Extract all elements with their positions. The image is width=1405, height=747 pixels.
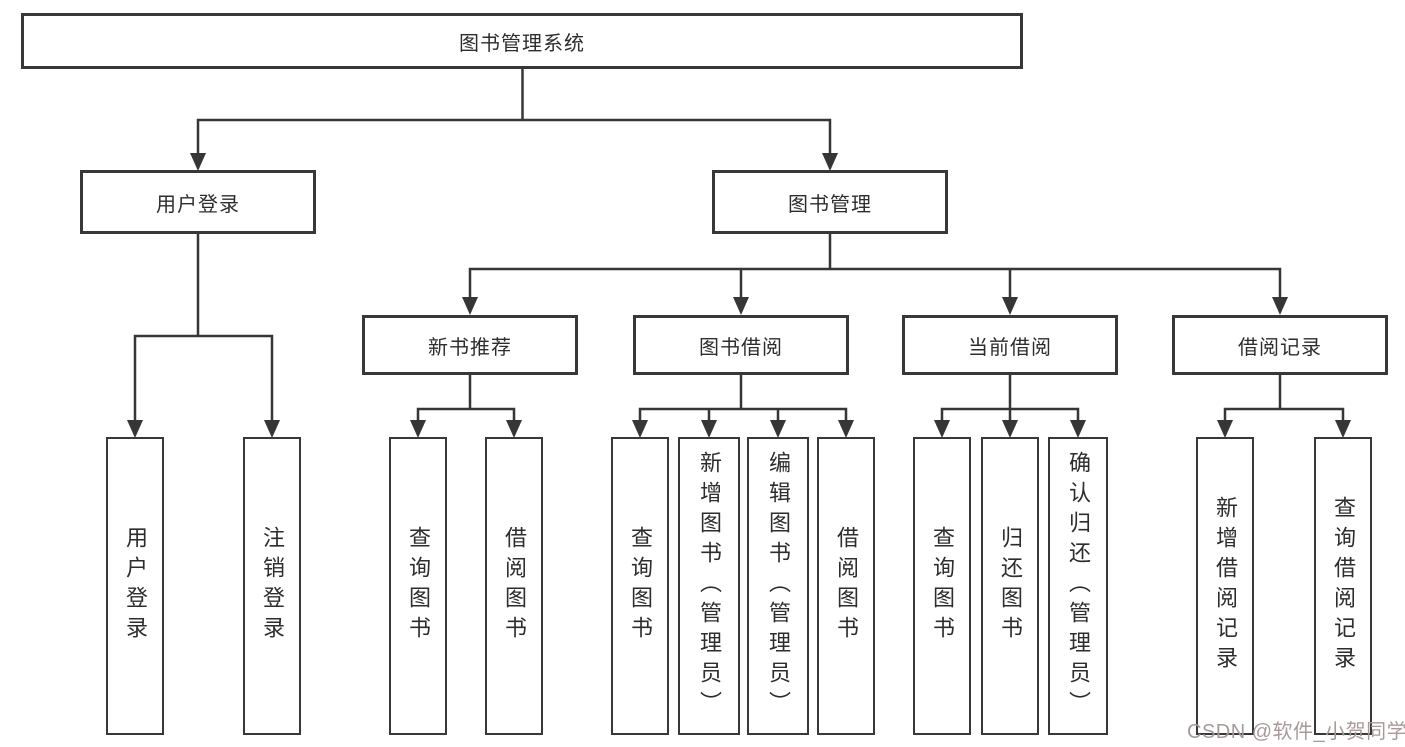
node-leaf-edit-books-admin: 编辑图书（管理员）	[747, 437, 809, 735]
node-leaf-borrow-books-1: 借阅图书	[485, 437, 543, 735]
csdn-watermark: CSDN @软件_小贺同学	[1187, 721, 1405, 743]
node-label: 编辑图书（管理员）	[766, 451, 791, 721]
node-leaf-query-books-2: 查询图书	[611, 437, 669, 735]
node-leaf-confirm-return-admin: 确认归还（管理员）	[1048, 437, 1108, 735]
node-leaf-logout: 注销登录	[243, 437, 301, 735]
node-label: 借阅图书	[502, 526, 527, 646]
node-new-book-recommendation: 新书推荐	[362, 315, 578, 375]
edge-book-management-to-level2	[468, 231, 1282, 302]
edge-records-to-leaves	[1223, 372, 1345, 425]
node-label: 查询借阅记录	[1331, 496, 1356, 676]
node-label: 确认归还（管理员）	[1066, 451, 1091, 721]
node-leaf-user-login: 用户登录	[106, 437, 164, 735]
node-label: 查询图书	[406, 526, 431, 646]
node-label: 当前借阅	[968, 336, 1052, 359]
node-label: 图书管理	[788, 193, 872, 216]
node-label: 注销登录	[260, 526, 285, 646]
node-label: 借阅记录	[1238, 336, 1322, 359]
node-book-management: 图书管理	[712, 170, 948, 234]
node-label: 新书推荐	[428, 336, 512, 359]
node-leaf-query-books-3: 查询图书	[913, 437, 971, 735]
node-borrowing-records: 借阅记录	[1172, 315, 1388, 375]
node-leaf-query-borrow-record: 查询借阅记录	[1314, 437, 1372, 735]
node-label: 新增图书（管理员）	[697, 451, 722, 721]
node-label: 用户登录	[123, 526, 148, 646]
edge-borrowing-to-leaves	[638, 372, 848, 425]
edge-current-to-leaves	[940, 372, 1080, 425]
edge-new-book-to-leaves	[416, 372, 516, 425]
node-label: 新增借阅记录	[1213, 496, 1238, 676]
node-book-borrowing: 图书借阅	[633, 315, 849, 375]
node-user-login: 用户登录	[80, 170, 316, 234]
node-leaf-add-borrow-record: 新增借阅记录	[1196, 437, 1254, 735]
edge-user-login-to-leaves	[133, 231, 274, 425]
node-current-borrowing: 当前借阅	[902, 315, 1118, 375]
node-label: 查询图书	[930, 526, 955, 646]
node-leaf-query-books-1: 查询图书	[389, 437, 447, 735]
node-leaf-return-books: 归还图书	[981, 437, 1039, 735]
node-label: 图书管理系统	[459, 32, 585, 55]
node-label: 图书借阅	[699, 336, 783, 359]
node-leaf-add-books-admin: 新增图书（管理员）	[678, 437, 740, 735]
node-library-management-system: 图书管理系统	[21, 13, 1023, 69]
node-label: 用户登录	[156, 193, 240, 216]
node-label: 借阅图书	[834, 526, 859, 646]
node-label: 查询图书	[628, 526, 653, 646]
edge-root-to-level1	[196, 67, 832, 158]
node-leaf-borrow-books-2: 借阅图书	[817, 437, 875, 735]
node-label: 归还图书	[998, 526, 1023, 646]
